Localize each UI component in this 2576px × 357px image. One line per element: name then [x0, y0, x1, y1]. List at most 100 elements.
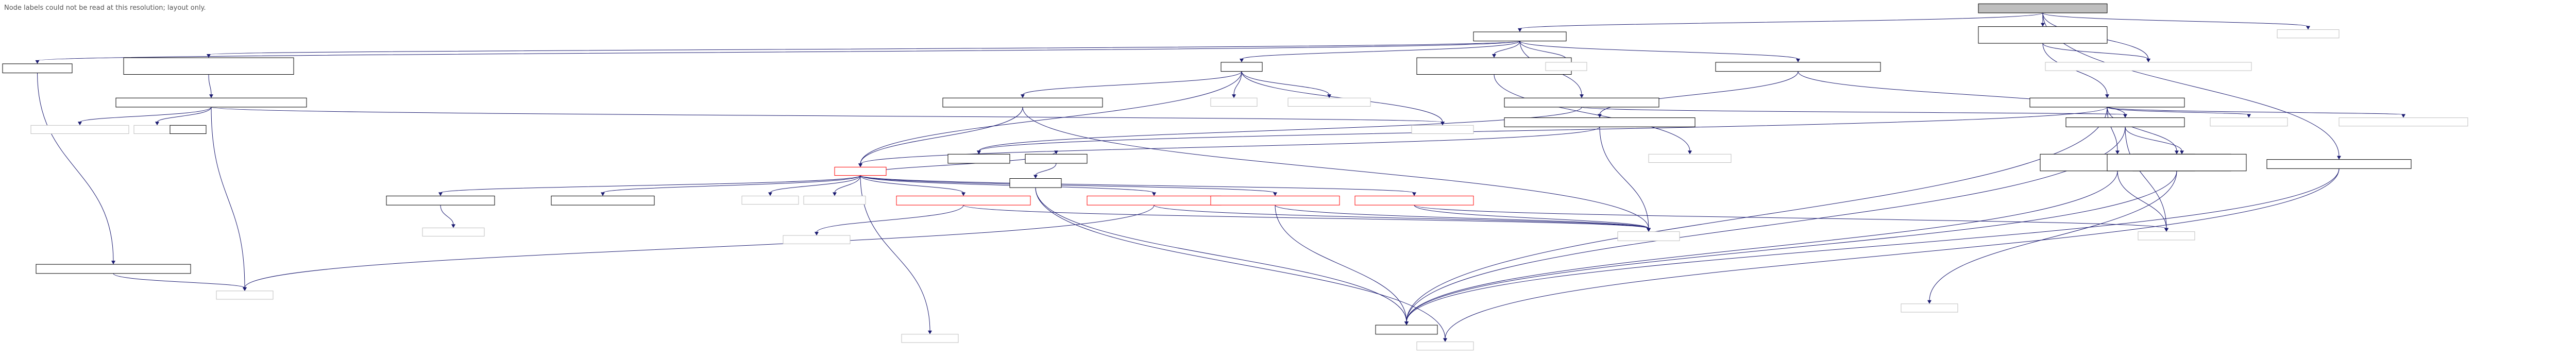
graph-node-b7[interactable] — [2029, 97, 2185, 108]
edge-arrowhead — [1273, 192, 1277, 196]
edge — [1035, 188, 1446, 339]
graph-node-c9[interactable] — [2338, 117, 2468, 127]
edge-arrowhead — [1927, 300, 1931, 304]
graph-node-d9[interactable] — [1648, 154, 1732, 163]
edge-arrowhead — [2247, 114, 2251, 118]
edge-arrowhead — [1152, 192, 1156, 196]
graph-node-e6[interactable] — [1025, 154, 1088, 164]
edge — [37, 73, 114, 262]
graph-node-h2[interactable] — [1416, 342, 1474, 351]
edge-arrowhead — [1412, 192, 1416, 196]
graph-node-b6[interactable] — [1504, 97, 1659, 108]
edge — [1241, 71, 1443, 123]
edge — [1414, 205, 1649, 229]
edge — [860, 175, 1155, 193]
graph-node-a1[interactable] — [1473, 31, 1567, 42]
graph-node-e4[interactable] — [741, 195, 799, 205]
graph-node-e8[interactable] — [1210, 195, 1340, 206]
graph-node-b2[interactable] — [123, 57, 294, 75]
graph-node-b9[interactable] — [2045, 62, 2252, 71]
edge — [2042, 43, 2149, 60]
edge — [1035, 188, 1407, 322]
graph-node-b8[interactable] — [1545, 62, 1587, 71]
graph-node-g1[interactable] — [901, 334, 959, 343]
graph-node-f3[interactable] — [783, 235, 851, 244]
edge — [37, 41, 1520, 61]
edge — [1445, 168, 2340, 339]
edge-arrowhead — [207, 54, 211, 58]
edge-arrowhead — [2123, 114, 2127, 118]
edge — [860, 175, 1415, 193]
edge-arrowhead — [977, 150, 981, 155]
graph-node-f4[interactable] — [1617, 231, 1680, 241]
graph-node-e9[interactable] — [1354, 195, 1474, 206]
edge — [211, 107, 1443, 123]
edge — [1519, 41, 1799, 60]
graph-node-e5[interactable] — [896, 195, 1031, 206]
edge — [1406, 107, 2108, 322]
edge-arrowhead — [815, 232, 819, 236]
graph-node-c3[interactable] — [1210, 97, 1258, 107]
edge — [1494, 41, 1520, 55]
edge-arrowhead — [1404, 321, 1409, 326]
edge — [1154, 205, 1649, 229]
edge — [834, 175, 861, 193]
graph-node-c1[interactable] — [115, 97, 307, 108]
edge — [1275, 205, 1407, 322]
graph-node-g2[interactable] — [1009, 178, 1062, 188]
graph-node-c4[interactable] — [1287, 97, 1371, 107]
edge-arrowhead — [2401, 114, 2405, 118]
graph-node-c2[interactable] — [942, 97, 1103, 108]
edge — [1406, 168, 2340, 322]
edge — [2117, 171, 2167, 229]
graph-node-e2[interactable] — [386, 195, 495, 206]
edge-arrowhead — [111, 261, 115, 265]
graph-node-c6[interactable] — [1504, 117, 1696, 127]
edge — [79, 107, 212, 123]
edge-arrowhead — [1440, 122, 1445, 126]
graph-node-b3[interactable] — [1221, 62, 1263, 72]
edge — [1241, 71, 1330, 95]
graph-node-d2[interactable] — [1411, 125, 1474, 134]
graph-node-e11[interactable] — [803, 195, 866, 205]
graph-node-h1[interactable] — [1901, 303, 1958, 313]
graph-node-f1[interactable] — [216, 291, 274, 300]
graph-node-e3[interactable] — [551, 195, 655, 206]
graph-node-a3[interactable] — [2277, 29, 2340, 39]
graph-node-b1[interactable] — [2, 63, 73, 74]
graph-node-d6[interactable] — [170, 125, 207, 134]
graph-node-e10[interactable] — [36, 264, 191, 274]
graph-node-e7[interactable] — [1087, 195, 1222, 206]
edge — [440, 205, 454, 225]
edge-arrowhead — [438, 192, 443, 196]
edge — [1406, 127, 2126, 322]
graph-node-c5[interactable] — [2266, 159, 2412, 169]
edge — [1599, 71, 1799, 115]
graph-node-c8[interactable] — [2210, 117, 2288, 127]
edge — [157, 107, 212, 123]
graph-node-d1[interactable] — [834, 166, 887, 176]
graph-node-d8[interactable] — [2107, 154, 2247, 172]
graph-node-c7[interactable] — [2065, 117, 2185, 127]
edge-arrowhead — [1580, 94, 1584, 98]
edge — [208, 74, 212, 95]
edge — [860, 175, 964, 193]
edge — [1414, 205, 2167, 229]
nodes — [2, 3, 2468, 351]
edge-arrowhead — [2337, 156, 2341, 160]
edge-arrowhead — [1443, 338, 1447, 342]
edge — [113, 273, 245, 288]
graph-node-root[interactable] — [1978, 3, 2108, 13]
graph-node-f5[interactable] — [2138, 231, 2195, 241]
graph-node-b4[interactable] — [1715, 62, 1881, 72]
graph-node-a2[interactable] — [1978, 26, 2108, 44]
graph-node-d3[interactable] — [30, 125, 129, 134]
graph-node-f6[interactable] — [422, 227, 485, 237]
edge — [1599, 127, 1649, 229]
graph-node-f2[interactable] — [1375, 325, 1438, 335]
edge — [978, 107, 2108, 151]
edge — [860, 175, 1276, 193]
edge — [978, 107, 1582, 151]
graph-node-e1[interactable] — [947, 154, 1010, 164]
